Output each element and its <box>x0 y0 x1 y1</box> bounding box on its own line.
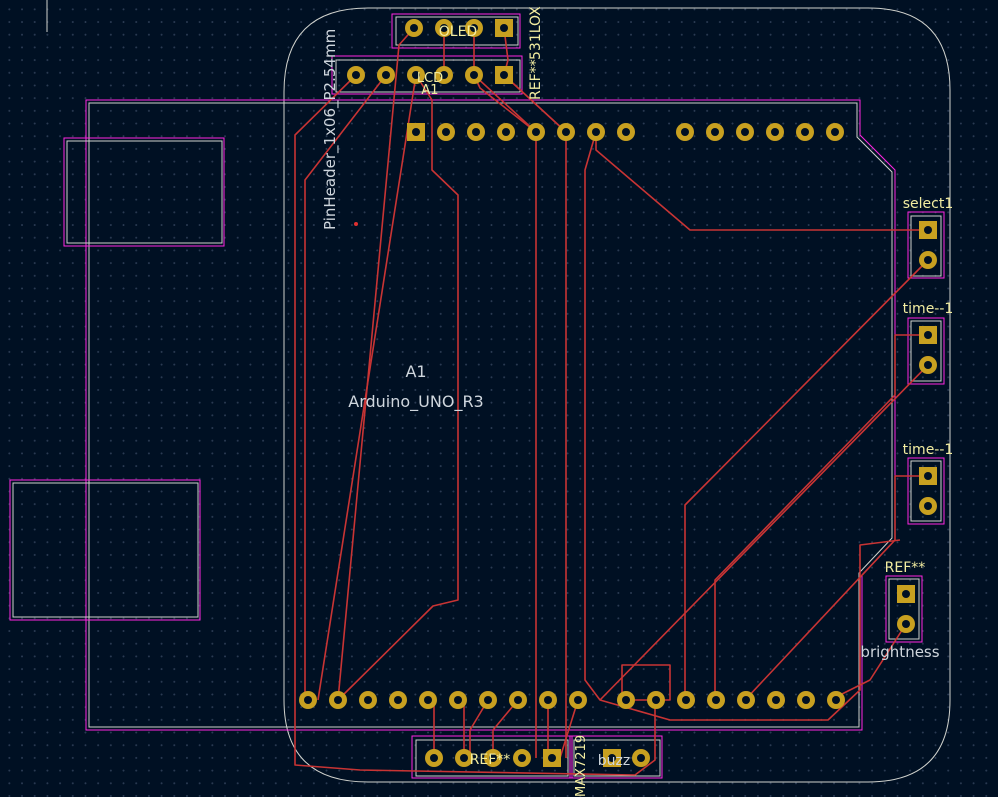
pad-drill-hole <box>544 696 552 704</box>
pad-drill-hole <box>484 696 492 704</box>
pad-drill-hole <box>472 128 480 136</box>
pad-drill-hole <box>711 128 719 136</box>
vertical-ref2-label: 531LOX <box>528 6 544 60</box>
component-courtyards <box>331 13 945 779</box>
pad-drill-hole <box>802 696 810 704</box>
pad-drill-hole <box>682 696 690 704</box>
pad-drill-hole <box>652 696 660 704</box>
lcd-small-label: LCD <box>417 71 443 86</box>
pad-drill-hole <box>902 590 910 598</box>
pad-drill-hole <box>924 502 932 510</box>
drill-marker <box>354 222 358 226</box>
pad-drill-hole <box>382 71 390 79</box>
brightness-label: brightness <box>860 643 939 661</box>
max7219-label: MAX7219 <box>574 735 589 797</box>
pad-drill-hole <box>592 128 600 136</box>
pad-drill-hole <box>924 472 932 480</box>
header-value-label: PinHeader_1x06_P2.54mm <box>321 29 340 230</box>
pad-drill-hole <box>562 128 570 136</box>
pad-drill-hole <box>412 71 420 79</box>
pad-drill-hole <box>608 754 616 762</box>
pad-drill-hole <box>924 361 932 369</box>
arduino-value-label: Arduino_UNO_R3 <box>348 392 483 412</box>
arduino-reference-label: A1 <box>405 362 426 381</box>
pad-drill-hole <box>460 754 468 762</box>
pad-drill-hole <box>500 24 508 32</box>
pad-drill-hole <box>454 696 462 704</box>
pad-drill-hole <box>532 128 540 136</box>
pad-drill-hole <box>489 754 497 762</box>
pad-drill-hole <box>831 128 839 136</box>
time-label-1: time--1 <box>903 301 954 317</box>
pad-drill-hole <box>801 128 809 136</box>
pad-drill-hole <box>924 226 932 234</box>
pad-drill-hole <box>502 128 510 136</box>
arduino-small-reference: A1 <box>421 83 438 98</box>
pad-group <box>299 19 937 767</box>
component-silk-outlines <box>335 16 942 777</box>
pad-drill-hole <box>924 331 932 339</box>
pad-drill-hole <box>514 696 522 704</box>
pad-drill-hole <box>442 128 450 136</box>
pad-drill-hole <box>424 696 432 704</box>
buzzer-label: buzz <box>598 753 630 769</box>
pad-drill-hole <box>622 128 630 136</box>
pad-drill-hole <box>470 24 478 32</box>
pad-drill-hole <box>430 754 438 762</box>
pad-drill-hole <box>742 696 750 704</box>
pad-drill-hole <box>771 128 779 136</box>
pad-drill-hole <box>470 71 478 79</box>
oled-reference-label: OLED <box>439 24 477 40</box>
pad-drill-hole <box>622 696 630 704</box>
arduino-footprint-outline <box>9 0 896 731</box>
select-label: select1 <box>903 196 954 212</box>
pad-drill-hole <box>681 128 689 136</box>
pad-drill-hole <box>440 24 448 32</box>
pad-drill-hole <box>412 128 420 136</box>
pad-drill-hole <box>772 696 780 704</box>
pot-reference-label: REF** <box>885 560 926 576</box>
bottom-ref-label: REF** <box>470 752 511 768</box>
pad-drill-hole <box>574 696 582 704</box>
pad-drill-hole <box>410 24 418 32</box>
pad-drill-hole <box>334 696 342 704</box>
pad-drill-hole <box>637 754 645 762</box>
pad-drill-hole <box>352 71 360 79</box>
vertical-ref-label: REF** <box>528 59 544 100</box>
pad-drill-hole <box>832 696 840 704</box>
pad-drill-hole <box>924 256 932 264</box>
pad-drill-hole <box>364 696 372 704</box>
pad-drill-hole <box>548 754 556 762</box>
pad-drill-hole <box>741 128 749 136</box>
board-edge-outline <box>283 7 951 783</box>
pad-drill-hole <box>902 620 910 628</box>
pad-drill-hole <box>394 696 402 704</box>
pad-drill-hole <box>712 696 720 704</box>
pad-drill-hole <box>500 71 508 79</box>
pad-drill-hole <box>518 754 526 762</box>
time-label-2: time--1 <box>903 442 954 458</box>
pad-drill-hole <box>304 696 312 704</box>
pad-drill-hole <box>440 71 448 79</box>
